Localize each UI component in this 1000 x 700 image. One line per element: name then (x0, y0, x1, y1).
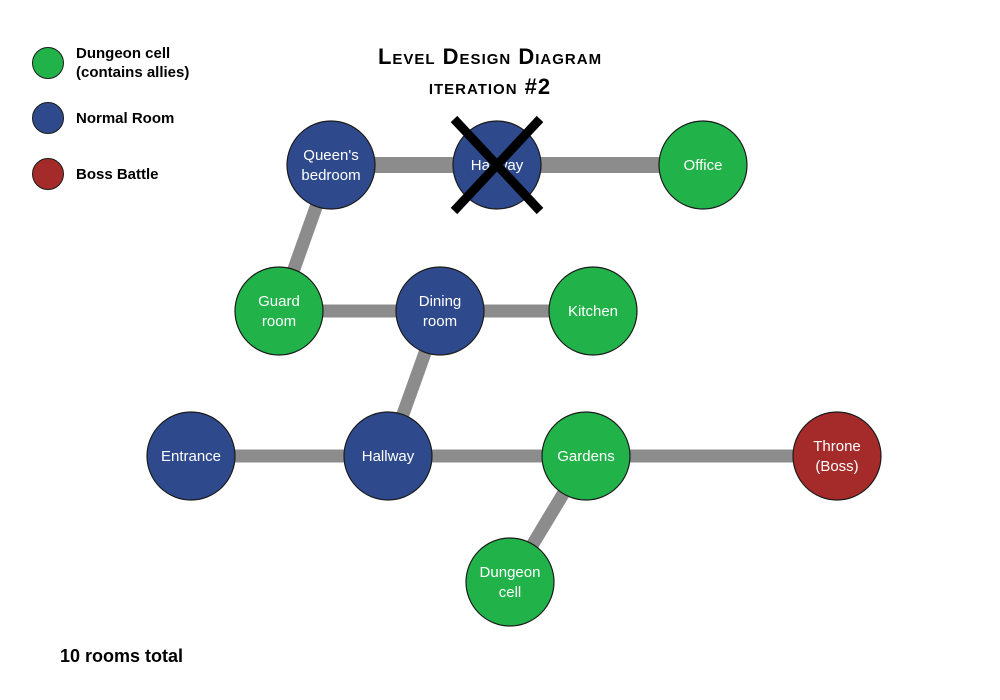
diagram-subtitle: iteration #2 (428, 74, 552, 99)
room-node-office (658, 120, 748, 210)
legend-swatch-dungeon (32, 47, 64, 79)
room-label-throne: (Boss) (815, 458, 858, 475)
room-label-dungeon-cell: Dungeon (480, 564, 541, 581)
room-label-gardens: Gardens (557, 448, 615, 465)
room-node-gardens (541, 411, 631, 501)
room-label-queens-bedroom: bedroom (301, 167, 360, 184)
legend-label-boss: Boss Battle (76, 165, 159, 183)
room-node-dining-room (395, 266, 485, 356)
room-dungeon-cell: Dungeon cell (465, 537, 555, 627)
room-label-dining-room: Dining (419, 293, 462, 310)
room-label-guard-room: Guard (258, 293, 300, 310)
legend-item-dungeon: Dungeon cell(contains allies) (32, 44, 189, 82)
room-node-entrance (146, 411, 236, 501)
room-node-guard-room (234, 266, 324, 356)
room-dining-room: Dining room (395, 266, 485, 356)
legend-label-dungeon: Dungeon cell(contains allies) (76, 45, 190, 81)
room-entrance: Entrance (146, 411, 236, 501)
room-office: Office (658, 120, 748, 210)
room-label-entrance: Entrance (161, 448, 221, 465)
room-node-queens-bedroom (286, 120, 376, 210)
legend-label-normal: Normal Room (76, 109, 175, 127)
legend-item-normal: Normal Room (32, 102, 174, 134)
room-queens-bedroom: Queen's bedroom (286, 120, 376, 210)
crossed-out-x-icon (450, 115, 544, 215)
diagram-title: Level Design Diagram (377, 44, 603, 69)
legend-item-boss: Boss Battle (32, 158, 159, 190)
room-gardens: Gardens (541, 411, 631, 501)
room-hallway: Hallway (343, 411, 433, 501)
rooms-layer: Queen'sbedroomHallwayOfficeGuardroomDini… (146, 115, 882, 627)
room-label-queens-bedroom: Queen's (303, 147, 358, 164)
room-node-throne (792, 411, 882, 501)
room-label-dining-room: room (423, 313, 457, 330)
room-guard-room: Guard room (234, 266, 324, 356)
room-kitchen: Kitchen (548, 266, 638, 356)
room-node-dungeon-cell (465, 537, 555, 627)
room-label-dungeon-cell: cell (499, 584, 522, 601)
room-label-office: Office (684, 157, 723, 174)
room-node-hallway (343, 411, 433, 501)
room-node-kitchen (548, 266, 638, 356)
legend-swatch-boss (32, 158, 64, 190)
connections-layer (191, 157, 837, 586)
legend-swatch-normal (32, 102, 64, 134)
room-count-footer: 10 rooms total (60, 646, 184, 666)
room-label-guard-room: room (262, 313, 296, 330)
room-hallway-top: Hallway (450, 115, 544, 215)
room-label-throne: Throne (813, 438, 861, 455)
room-label-hallway: Hallway (362, 448, 415, 465)
room-label-kitchen: Kitchen (568, 303, 618, 320)
room-throne: Throne (Boss) (792, 411, 882, 501)
